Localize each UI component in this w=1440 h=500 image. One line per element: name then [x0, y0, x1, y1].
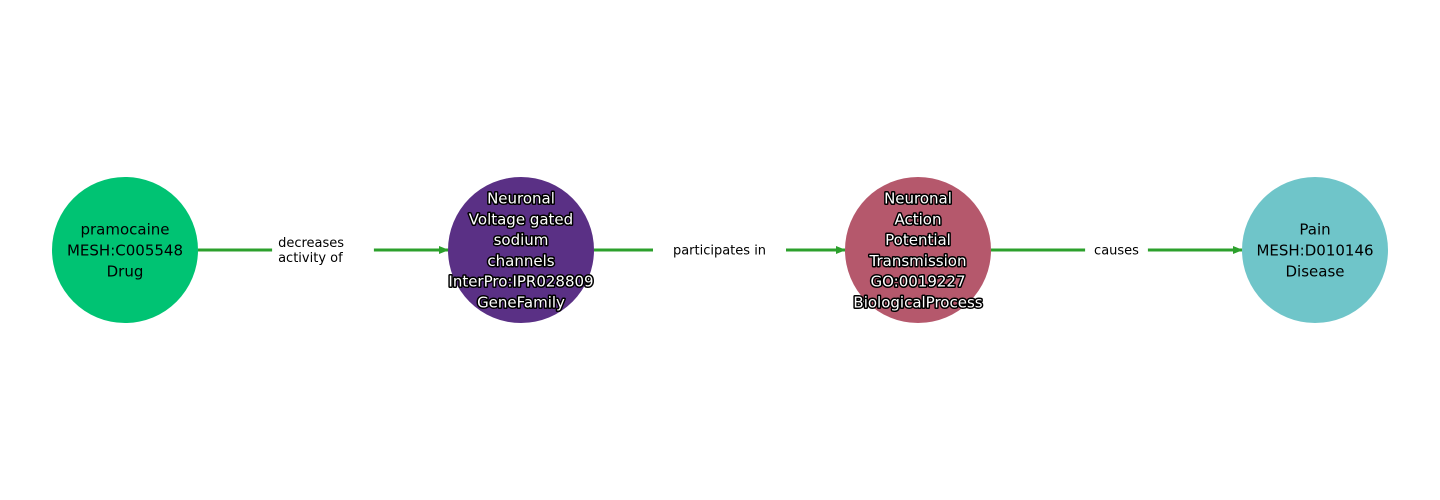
node-label-line: channels	[487, 252, 554, 270]
node-label-line: Action	[895, 210, 942, 228]
node-label-line: GO:0019227	[870, 273, 965, 291]
node-label-line: MESH:D010146	[1256, 242, 1373, 260]
node-label-line: MESH:C005548	[67, 242, 183, 260]
edge-label-background	[272, 233, 374, 267]
edge-label-background	[653, 240, 786, 260]
node-label-line: Drug	[107, 262, 144, 280]
edge-label-line: decreases	[278, 236, 344, 251]
node-label-line: Disease	[1286, 262, 1345, 280]
node-label-line: BiologicalProcess	[853, 294, 982, 312]
edge-label: causes	[1094, 244, 1139, 259]
node-label-line: Pain	[1299, 221, 1330, 239]
edge-label: participates in	[673, 244, 766, 259]
edge-label-line: causes	[1094, 244, 1139, 259]
node-label-line: Potential	[885, 231, 951, 249]
node-label-line: sodium	[494, 231, 549, 249]
edge-label-background	[1085, 240, 1148, 260]
node-label-line: Neuronal	[884, 190, 952, 208]
node-circle	[52, 177, 198, 323]
node-label-line: Voltage gated	[469, 210, 573, 228]
node-label-line: Transmission	[869, 252, 967, 270]
node-label-line: GeneFamily	[477, 294, 565, 312]
node-circle	[448, 177, 594, 323]
node-label-line: pramocaine	[80, 221, 169, 239]
node-label-line: Neuronal	[487, 190, 555, 208]
node-circle	[1242, 177, 1388, 323]
edge-label-line: activity of	[278, 251, 343, 266]
node-circle	[845, 177, 991, 323]
edge-label-line: participates in	[673, 244, 766, 259]
node-label-line: InterPro:IPR028809	[448, 273, 593, 291]
